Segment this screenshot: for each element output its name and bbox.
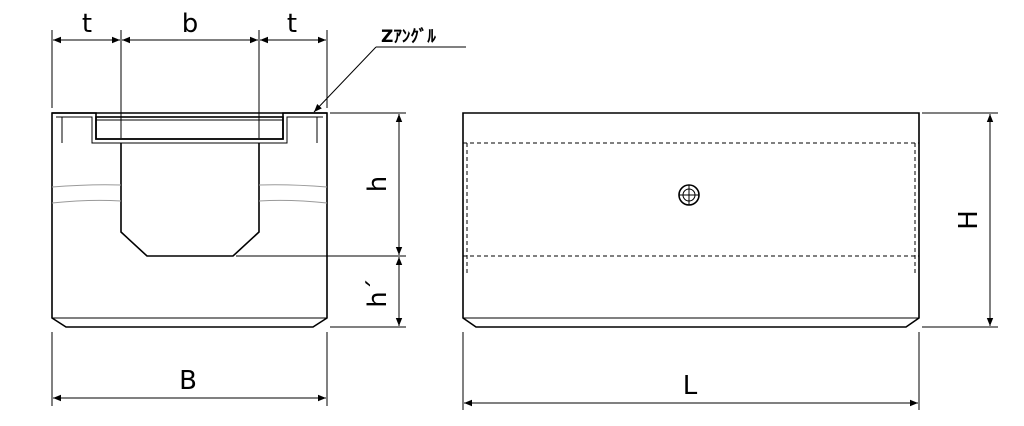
bolt-hole-icon <box>678 184 700 206</box>
dim-heights: h h´ <box>236 112 406 328</box>
side-view <box>462 112 920 328</box>
dim-H: H <box>922 112 998 328</box>
channel-outline <box>120 143 260 257</box>
front-view <box>51 112 328 328</box>
dim-L: L <box>462 332 920 410</box>
dim-label-b: b <box>182 9 199 39</box>
dim-label-h-prime: h´ <box>363 278 393 307</box>
dim-label-H: H <box>954 210 984 230</box>
z-angle-leader: Zｱﾝｸﾞﾙ <box>313 26 466 113</box>
z-angle-note: Zｱﾝｸﾞﾙ <box>381 26 436 47</box>
dim-label-L: L <box>683 371 698 401</box>
dim-label-t-left: t <box>82 9 92 39</box>
grating-lid <box>95 116 284 140</box>
dim-top: t b t <box>51 9 328 138</box>
dim-label-B: B <box>179 366 197 396</box>
front-view-outline <box>51 112 328 328</box>
dim-B: B <box>51 332 328 406</box>
dim-label-h: h <box>363 176 393 192</box>
side-view-outline <box>462 112 920 328</box>
dim-label-t-right: t <box>287 9 297 39</box>
